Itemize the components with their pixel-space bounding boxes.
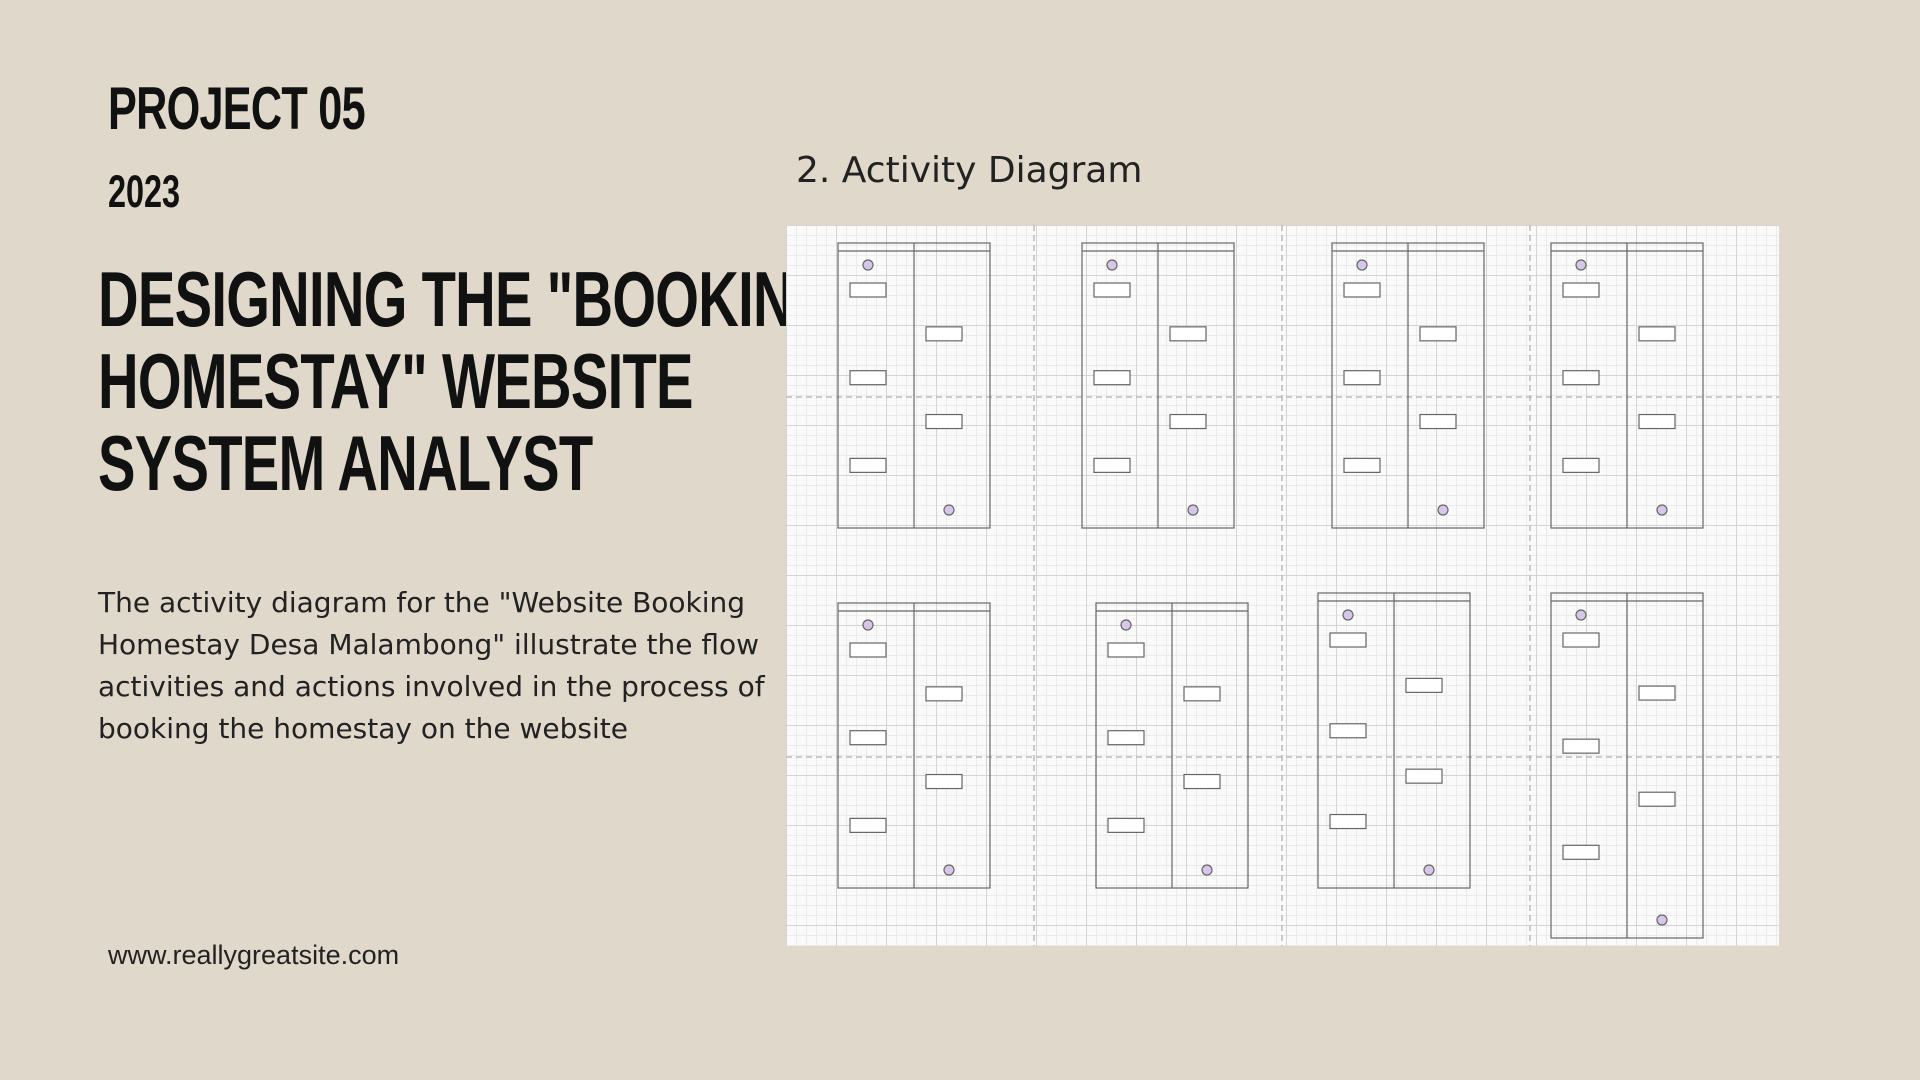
start-node [1342,609,1354,621]
action-node [1638,413,1676,430]
action-node [1638,685,1676,701]
action-node [1405,677,1443,693]
start-node [862,259,874,271]
title-line-3: SYSTEM ANALYST [98,419,593,507]
action-node [925,326,963,342]
end-node [943,504,955,516]
action-node [1562,632,1600,648]
action-node [1107,642,1145,658]
action-node [1183,773,1221,790]
action-node [1562,844,1600,860]
action-node [1562,457,1600,473]
action-node [1343,457,1381,473]
action-node [1093,282,1131,298]
action-node [849,642,887,658]
action-node [1093,370,1131,386]
action-node [1329,813,1367,830]
end-node [1201,864,1213,876]
section-title: 2. Activity Diagram [796,150,1143,191]
action-node [1419,326,1457,342]
action-node [1343,282,1381,298]
project-description: The activity diagram for the "Website Bo… [98,586,765,745]
action-node [849,282,887,298]
action-node [849,730,887,746]
title-line-2: HOMESTAY" WEBSITE [98,337,693,425]
start-node [1120,619,1132,631]
action-node [1638,791,1676,807]
project-label: PROJECT 05 [108,75,366,142]
action-node [849,817,887,833]
end-node [1187,504,1199,516]
start-node [1575,259,1587,271]
action-node [1405,768,1443,784]
action-node [1107,817,1145,833]
project-year: 2023 [108,166,181,217]
website-link[interactable]: www.reallygreatsite.com [108,940,400,970]
action-node [1562,738,1600,754]
activity-diagram-image [786,225,1779,946]
start-node [1106,259,1118,271]
activity-diagram-svg [786,225,1779,946]
action-node [1183,686,1221,702]
action-node [1343,370,1381,386]
action-node [1562,370,1600,386]
action-node [925,413,963,430]
action-node [925,686,963,702]
start-node [1356,259,1368,271]
action-node [1562,282,1600,298]
action-node [1638,326,1676,342]
action-node [849,370,887,386]
title-line-1: DESIGNING THE "BOOKING [98,255,837,343]
action-node [925,773,963,790]
start-node [1575,609,1587,621]
end-node [943,864,955,876]
end-node [1423,864,1435,876]
action-node [1169,413,1207,430]
action-node [1093,457,1131,473]
action-node [849,457,887,473]
end-node [1656,504,1668,516]
action-node [1419,413,1457,430]
start-node [862,619,874,631]
action-node [1107,730,1145,746]
action-node [1329,723,1367,739]
end-node [1656,914,1668,926]
action-node [1329,632,1367,648]
action-node [1169,326,1207,342]
end-node [1437,504,1449,516]
page-title: DESIGNING THE "BOOKING HOMESTAY" WEBSITE… [98,255,837,507]
